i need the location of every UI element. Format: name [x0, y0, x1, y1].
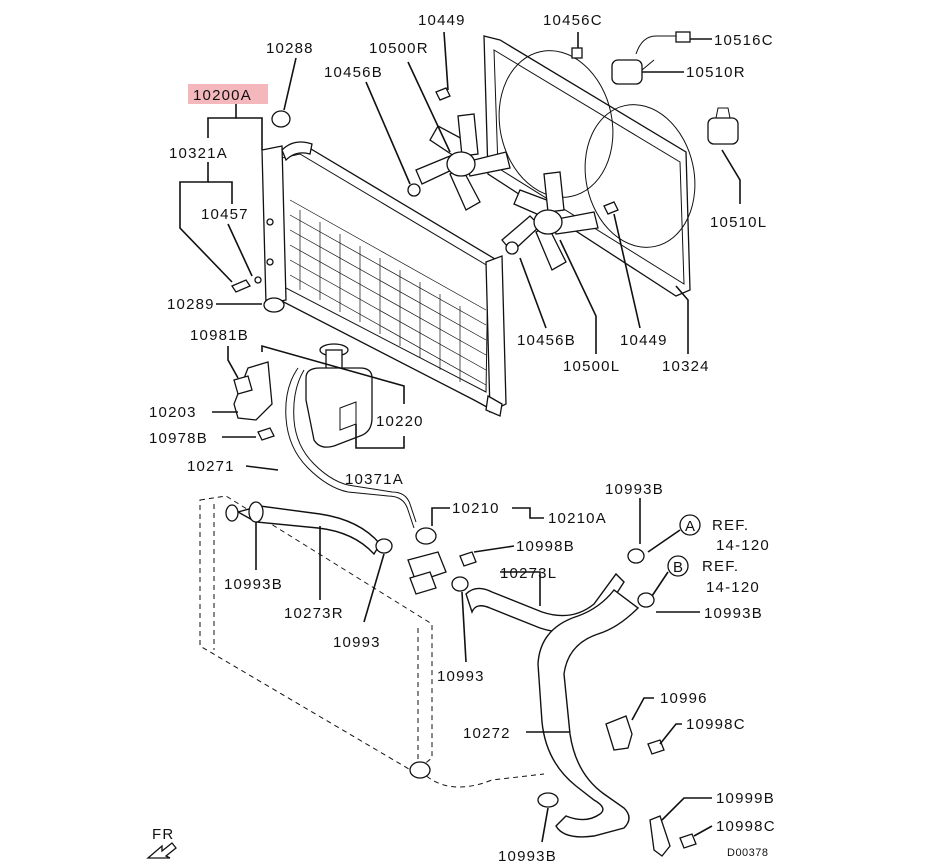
label-10210a: 10210A [548, 510, 607, 527]
label-10200a-selected: 10200A [193, 87, 252, 104]
reference-b: B REF. 14-120 [673, 558, 760, 596]
ref-a-letter: A [685, 518, 696, 535]
bracket-bolt-10998c-b [679, 833, 697, 849]
label-10500r: 10500R [369, 40, 429, 57]
reserve-tank [305, 343, 373, 448]
label-10324: 10324 [662, 358, 710, 375]
label-10449-top: 10449 [418, 12, 466, 29]
hose-clamp-10993b-tr [627, 548, 645, 564]
water-outlet-fitting [407, 527, 447, 595]
label-10998c-lower: 10998C [716, 818, 776, 835]
fan-nut-upper [407, 183, 421, 197]
leader-lines [179, 31, 741, 843]
label-10500l: 10500L [563, 358, 620, 375]
ref-b-page: 14-120 [706, 579, 760, 596]
ref-b-circle [667, 555, 689, 577]
part-number-labels: 10449 10456C 10516C 10288 10500R 10510R … [149, 12, 776, 865]
hose-clamp-10993-left [375, 538, 393, 554]
radiator-mount-grommet [263, 297, 285, 313]
label-10371a: 10371A [345, 471, 404, 488]
label-10996: 10996 [660, 690, 708, 707]
selected-part-highlight [188, 84, 268, 104]
label-10288: 10288 [266, 40, 314, 57]
label-10321a: 10321A [169, 145, 228, 162]
label-10998b: 10998B [516, 538, 575, 555]
front-arrow-icon [146, 842, 177, 859]
ref-b-label: REF. [702, 558, 739, 575]
front-marker-label: FR [152, 826, 174, 843]
label-10456b-bottom: 10456B [517, 332, 576, 349]
label-10456c: 10456C [543, 12, 603, 29]
fan-motor-left [707, 107, 739, 145]
label-10993b-top-right: 10993B [605, 481, 664, 498]
label-10510r: 10510R [686, 64, 746, 81]
label-10993b-right: 10993B [704, 605, 763, 622]
label-10449-bottom: 10449 [620, 332, 668, 349]
ref-a-circle [679, 514, 701, 536]
label-10456b-top: 10456B [324, 64, 383, 81]
wire-clip [571, 47, 583, 59]
label-10978b: 10978B [149, 430, 208, 447]
label-10289: 10289 [167, 296, 215, 313]
radiator-cap [271, 110, 291, 128]
fitting-bolt [459, 551, 477, 567]
label-10993b-bottom: 10993B [498, 848, 557, 865]
label-10993-left: 10993 [333, 634, 381, 651]
diagram-code: D00378 [727, 847, 769, 859]
ref-b-letter: B [673, 559, 684, 576]
hose-clamp-10993b-left [248, 501, 264, 523]
hose-clamp-10993-mid [451, 576, 469, 592]
ref-a-page: 14-120 [716, 537, 770, 554]
reference-a: A REF. 14-120 [685, 517, 770, 554]
label-10510l: 10510L [710, 214, 767, 231]
radiator-core-mesh [289, 199, 487, 386]
hose-clamp-10993b-bottom [537, 792, 559, 808]
shroud-bolt-lower [603, 201, 619, 215]
label-10981b: 10981B [190, 327, 249, 344]
shroud-bolt-upper [435, 87, 451, 101]
label-10998c-upper: 10998C [686, 716, 746, 733]
overflow-hose [285, 367, 415, 529]
hose-bracket [605, 715, 633, 751]
label-10271: 10271 [187, 458, 235, 475]
fan-shroud-assembly [483, 35, 696, 297]
label-10272: 10272 [463, 725, 511, 742]
label-10993b-left: 10993B [224, 576, 283, 593]
label-10210: 10210 [452, 500, 500, 517]
level-sensor [233, 375, 253, 395]
label-10516c: 10516C [714, 32, 774, 49]
label-10273r: 10273R [284, 605, 344, 622]
label-10220: 10220 [376, 413, 424, 430]
bracket-bolt [257, 427, 275, 441]
hose-clamp-10993b-right [637, 592, 655, 608]
radiator-assembly [261, 141, 507, 417]
label-10993-mid: 10993 [437, 668, 485, 685]
label-10273l: 10273L [500, 565, 557, 582]
fan-nut-lower [505, 241, 519, 255]
label-10457: 10457 [201, 206, 249, 223]
label-10999b: 10999B [716, 790, 775, 807]
ref-a-label: REF. [712, 517, 749, 534]
hose-bracket-lower [649, 815, 671, 857]
motor-connector [635, 31, 691, 55]
fan-motor-right [611, 59, 655, 85]
tank-bracket [233, 361, 273, 421]
drain-plug [231, 279, 251, 293]
label-10203: 10203 [149, 404, 197, 421]
coolant-hose-long [537, 589, 640, 838]
radiator-reference-outline [199, 495, 545, 788]
